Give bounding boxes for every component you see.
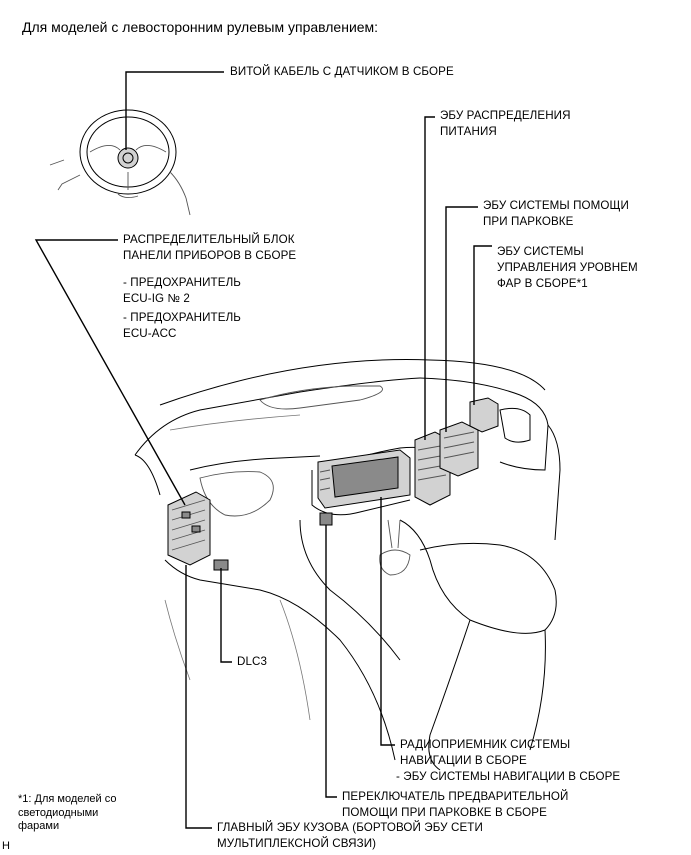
label-power-distribution-ecu: ЭБУ РАСПРЕДЕЛЕНИЯ ПИТАНИЯ bbox=[440, 109, 571, 138]
navigation-unit bbox=[317, 449, 411, 509]
label-main-body-ecu: ГЛАВНЫЙ ЭБУ КУЗОВА (БОРТОВОЙ ЭБУ СЕТИ МУ… bbox=[217, 821, 483, 850]
page-heading: Для моделей с левосторонним рулевым упра… bbox=[22, 19, 379, 35]
label-fuse-ecu-acc: - ПРЕДОХРАНИТЕЛЬ ECU-ACC bbox=[123, 311, 241, 340]
footnote: *1: Для моделей со светодиодными фарами bbox=[18, 793, 117, 832]
parking-assist-ecu bbox=[439, 421, 479, 477]
label-instrument-panel-junction-block: РАСПРЕДЕЛИТЕЛЬНЫЙ БЛОК ПАНЕЛИ ПРИБОРОВ В… bbox=[123, 233, 297, 262]
label-parking-assist-switch: ПЕРЕКЛЮЧАТЕЛЬ ПРЕДВАРИТЕЛЬНОЙ ПОМОЩИ ПРИ… bbox=[342, 790, 569, 819]
headlamp-leveling-ecu bbox=[469, 397, 499, 433]
label-navigation-receiver: РАДИОПРИЕМНИК СИСТЕМЫ НАВИГАЦИИ В СБОРЕ … bbox=[396, 738, 621, 783]
label-parking-assist-ecu: ЭБУ СИСТЕМЫ ПОМОЩИ ПРИ ПАРКОВКЕ bbox=[483, 199, 629, 228]
label-fuse-ecu-ig: - ПРЕДОХРАНИТЕЛЬ ECU-IG № 2 bbox=[123, 276, 241, 305]
label-headlamp-leveling-ecu: ЭБУ СИСТЕМЫ УПРАВЛЕНИЯ УРОВНЕМ ФАР В СБО… bbox=[497, 245, 638, 290]
instrument-panel-junction-block bbox=[167, 491, 211, 566]
steering-wheel-inset bbox=[49, 109, 191, 216]
parking-switch-part bbox=[319, 512, 333, 526]
leader-lines bbox=[34, 71, 492, 829]
label-spiral-cable: ВИТОЙ КАБЕЛЬ С ДАТЧИКОМ В СБОРЕ bbox=[230, 65, 454, 78]
corner-mark: H bbox=[2, 840, 10, 852]
label-dlc3: DLC3 bbox=[237, 655, 268, 668]
